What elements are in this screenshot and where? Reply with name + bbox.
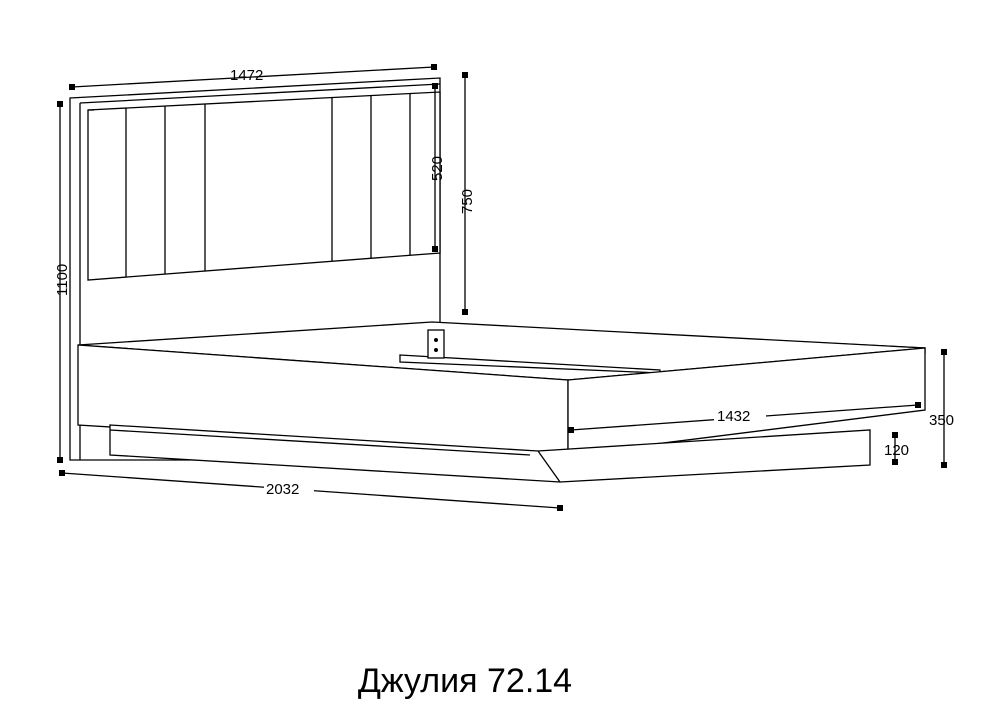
dim-label-1432: 1432 [717, 408, 750, 425]
dim-label-2032: 2032 [266, 481, 299, 498]
dim-label-1100: 1100 [54, 264, 71, 296]
dim-label-350: 350 [929, 412, 954, 429]
dim-base-height: 120 [884, 432, 909, 465]
dim-label-1472: 1472 [230, 67, 263, 84]
dim-panel-height: 520 [429, 83, 446, 252]
dim-overall-height: 1100 [54, 101, 71, 463]
dim-overall-length: 2032 [59, 470, 563, 511]
dim-label-120: 120 [884, 442, 909, 459]
dim-inner-width: 1432 [568, 402, 921, 433]
upholstered-panel [87, 91, 441, 281]
model-title: Джулия 72.14 [357, 662, 573, 700]
dim-headboard-width: 1472 [69, 64, 437, 90]
bracket [427, 329, 445, 359]
dim-label-520: 520 [429, 156, 446, 181]
bed-frame [77, 321, 926, 483]
dim-label-750: 750 [459, 189, 476, 214]
dim-frame-height: 350 [929, 349, 954, 468]
dim-headboard-above-frame: 750 [459, 72, 476, 315]
